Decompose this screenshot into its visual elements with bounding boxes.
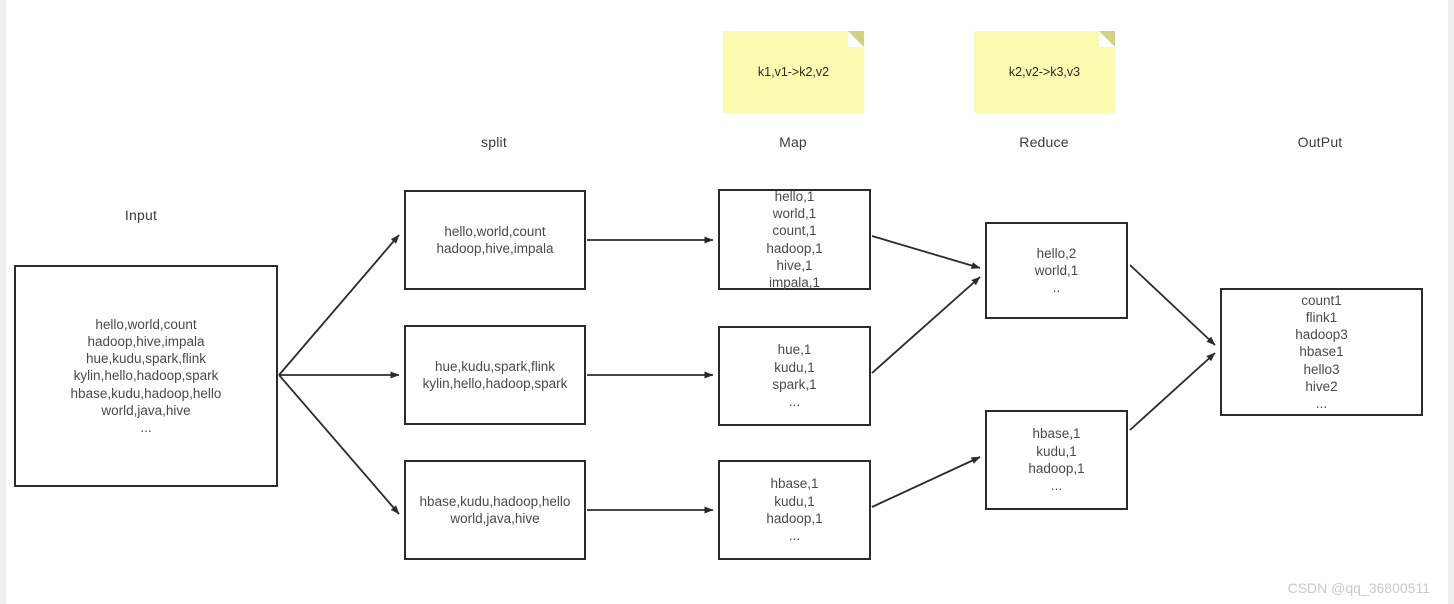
map-box-2-text: hue,1 kudu,1 spark,1 ... xyxy=(772,342,817,410)
reduce-box-2-text: hbase,1 kudu,1 hadoop,1 ... xyxy=(1028,426,1085,494)
reduce-box-1-text: hello,2 world,1 .. xyxy=(1034,245,1079,296)
map-box-1: hello,1 world,1 count,1 hadoop,1 hive,1 … xyxy=(718,189,871,290)
reduce-box-2: hbase,1 kudu,1 hadoop,1 ... xyxy=(985,410,1128,510)
edge-map-1-to-reduce-1 xyxy=(871,235,981,269)
edge-input-to-split-3 xyxy=(278,374,400,515)
input-box: hello,world,count hadoop,hive,impala hue… xyxy=(14,265,278,487)
map-box-3-text: hbase,1 kudu,1 hadoop,1 ... xyxy=(766,476,823,544)
input-box-text: hello,world,count hadoop,hive,impala hue… xyxy=(70,316,222,436)
split-box-1-text: hello,world,count hadoop,hive,impala xyxy=(436,223,554,256)
column-label-map: Map xyxy=(779,134,807,150)
edge-reduce-2-to-output xyxy=(1129,352,1216,431)
split-box-1: hello,world,count hadoop,hive,impala xyxy=(404,190,586,290)
edge-reduce-1-to-output xyxy=(1129,264,1216,346)
column-label-output: OutPut xyxy=(1297,134,1343,150)
edge-map-2-to-reduce-1 xyxy=(871,276,981,374)
map-box-3: hbase,1 kudu,1 hadoop,1 ... xyxy=(718,460,871,560)
sticky-note-reduce-note: k2,v2->k3,v3 xyxy=(974,31,1115,113)
output-box: count1 flink1 hadoop3 hbase1 hello3 hive… xyxy=(1220,288,1423,416)
column-label-reduce: Reduce xyxy=(1019,134,1069,150)
column-label-input: Input xyxy=(124,207,158,223)
map-box-1-text: hello,1 world,1 count,1 hadoop,1 hive,1 … xyxy=(766,188,823,291)
split-box-2: hue,kudu,spark,flink kylin,hello,hadoop,… xyxy=(404,325,586,425)
sticky-note-text: k2,v2->k3,v3 xyxy=(1008,65,1081,79)
edge-map-3-to-reduce-2 xyxy=(871,456,981,508)
map-box-2: hue,1 kudu,1 spark,1 ... xyxy=(718,326,871,426)
page-margin-left xyxy=(0,0,6,604)
watermark: CSDN @qq_36800511 xyxy=(1287,580,1430,596)
edge-input-to-split-1 xyxy=(278,234,400,376)
reduce-box-1: hello,2 world,1 .. xyxy=(985,222,1128,319)
page-margin-right xyxy=(1448,0,1454,604)
split-box-2-text: hue,kudu,spark,flink kylin,hello,hadoop,… xyxy=(422,358,568,391)
split-box-3: hbase,kudu,hadoop,hello world,java,hive xyxy=(404,460,586,560)
sticky-note-map-note: k1,v1->k2,v2 xyxy=(723,31,864,113)
column-label-split: split xyxy=(481,134,507,150)
split-box-3-text: hbase,kudu,hadoop,hello world,java,hive xyxy=(419,493,571,526)
sticky-note-text: k1,v1->k2,v2 xyxy=(757,65,830,79)
output-box-text: count1 flink1 hadoop3 hbase1 hello3 hive… xyxy=(1295,292,1348,412)
